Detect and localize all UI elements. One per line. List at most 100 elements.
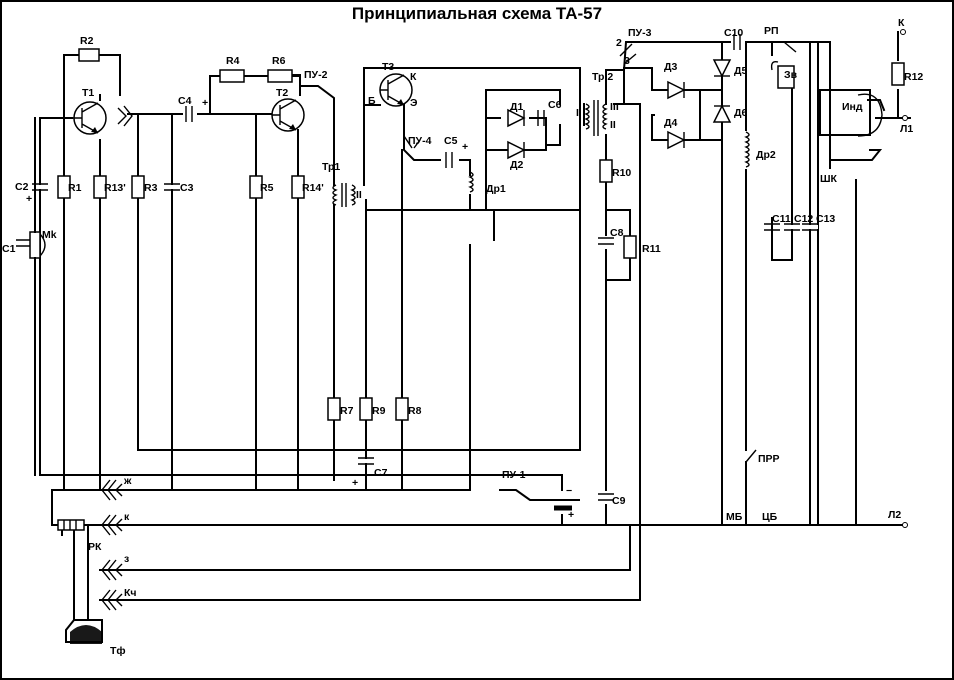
resistor-r13 bbox=[93, 175, 107, 199]
label-plus-c5: + bbox=[462, 141, 468, 153]
microphone-mk bbox=[29, 117, 46, 476]
label-d1: Д1 bbox=[510, 101, 523, 113]
diode-d6 bbox=[712, 104, 732, 123]
switch-rp bbox=[783, 41, 797, 53]
transformer-tr1 bbox=[332, 183, 356, 207]
label-r14: R14' bbox=[302, 182, 324, 194]
resistor-r5 bbox=[249, 175, 263, 199]
resistor-r2 bbox=[78, 48, 100, 62]
label-c2: C2 bbox=[15, 181, 29, 193]
diode-d1 bbox=[507, 108, 526, 128]
label-minus-battery: − bbox=[566, 485, 572, 497]
switch-pu4 bbox=[403, 135, 421, 149]
capacitor-c7 bbox=[358, 457, 374, 465]
capacitor-c12 bbox=[784, 223, 800, 231]
label-tr2: Тр 2 bbox=[592, 71, 613, 83]
transistor-t3 bbox=[379, 73, 413, 107]
label-pu3: ПУ-3 bbox=[628, 27, 652, 39]
label-dr2: Др2 bbox=[756, 149, 776, 161]
label-tr1: Тр1 bbox=[322, 161, 340, 173]
resistor-r10 bbox=[599, 159, 613, 183]
label-plus-c7: + bbox=[352, 477, 358, 489]
label-plus-c2: + bbox=[26, 193, 32, 205]
label-r5: R5 bbox=[260, 182, 274, 194]
label-r8: R8 bbox=[408, 405, 422, 417]
transformer-tr2 bbox=[584, 100, 608, 136]
label-l2: Л2 bbox=[888, 509, 901, 521]
label-c1: C1 bbox=[2, 243, 16, 255]
capacitor-c11 bbox=[764, 223, 780, 231]
label-r13: R13' bbox=[104, 182, 126, 194]
terminal-dots bbox=[900, 29, 908, 528]
label-tr2-ii: II bbox=[610, 119, 616, 131]
transistor-t2 bbox=[271, 98, 305, 132]
label-d5: Д5 bbox=[734, 65, 747, 77]
label-pu1: ПУ-1 bbox=[502, 469, 526, 481]
label-c6: C6 bbox=[548, 99, 562, 111]
label-mb: МБ bbox=[726, 511, 743, 523]
label-zv: Зв bbox=[784, 69, 798, 81]
label-c4: C4 bbox=[178, 95, 192, 107]
label-b: Б bbox=[368, 95, 376, 107]
capacitor-c13 bbox=[802, 223, 818, 231]
label-r4: R4 bbox=[226, 55, 240, 67]
label-c11: C11 bbox=[772, 213, 791, 225]
label-d3: Д3 bbox=[664, 61, 677, 73]
transistor-t1 bbox=[72, 101, 107, 135]
label-c13: C13 bbox=[816, 213, 835, 225]
label-rk: РК bbox=[88, 541, 102, 553]
label-c8: C8 bbox=[610, 227, 624, 239]
label-dr1: Др1 bbox=[486, 183, 506, 195]
label-r11: R11 bbox=[642, 243, 661, 255]
label-e: Э bbox=[410, 97, 418, 109]
label-prr: ПРР bbox=[758, 453, 780, 465]
switch-prr bbox=[745, 449, 757, 463]
diode-d5 bbox=[712, 59, 732, 78]
capacitor-c5 bbox=[445, 152, 453, 168]
battery bbox=[546, 499, 580, 511]
label-l1: Л1 bbox=[900, 123, 913, 135]
label-cb: ЦБ bbox=[762, 511, 778, 523]
label-rp: РП bbox=[764, 25, 779, 37]
label-tr2-i: I bbox=[576, 107, 579, 119]
capacitor-c9 bbox=[598, 493, 614, 501]
wiring bbox=[39, 31, 911, 621]
handset-tf bbox=[65, 619, 103, 644]
label-plug-kch: Кч bbox=[124, 587, 137, 599]
capacitor-c3 bbox=[164, 183, 180, 191]
label-shk: ШК bbox=[820, 173, 838, 185]
switch-pu3 bbox=[619, 43, 637, 65]
label-c7: C7 bbox=[374, 467, 388, 479]
capacitor-c8 bbox=[598, 237, 614, 245]
label-ind: Инд bbox=[842, 101, 863, 113]
component-labels: R2 T1 R1 R13' R3 C3 C2 C1 Мk C4 R4 R6 T2… bbox=[2, 17, 923, 657]
label-t3: T3 bbox=[382, 61, 394, 73]
resistor-r6 bbox=[267, 69, 293, 83]
resistor-r3 bbox=[131, 175, 145, 199]
label-d4: Д4 bbox=[664, 117, 677, 129]
capacitor-c10 bbox=[733, 34, 741, 50]
choke-dr2 bbox=[744, 131, 750, 168]
label-k-terminal: К bbox=[898, 17, 905, 29]
label-t1: T1 bbox=[82, 87, 94, 99]
label-t2: T2 bbox=[276, 87, 288, 99]
bell-zv bbox=[770, 60, 795, 89]
resistor-r14 bbox=[291, 175, 305, 199]
label-r12: R12 bbox=[904, 71, 923, 83]
label-tr1-ii: II bbox=[356, 189, 362, 201]
label-r2: R2 bbox=[80, 35, 94, 47]
label-tf: Тф bbox=[110, 645, 126, 657]
label-k: К bbox=[410, 71, 417, 83]
label-c5: C5 bbox=[444, 135, 458, 147]
indicator-ind bbox=[857, 93, 883, 137]
label-mk: Мk bbox=[42, 229, 57, 241]
contact-rk bbox=[57, 519, 85, 531]
label-c3: C3 bbox=[180, 182, 194, 194]
label-plus-battery: + bbox=[568, 509, 574, 521]
resistor-r1 bbox=[57, 175, 71, 199]
label-r7: R7 bbox=[340, 405, 354, 417]
label-r3: R3 bbox=[144, 182, 158, 194]
label-plug-zh: ж bbox=[123, 475, 132, 487]
